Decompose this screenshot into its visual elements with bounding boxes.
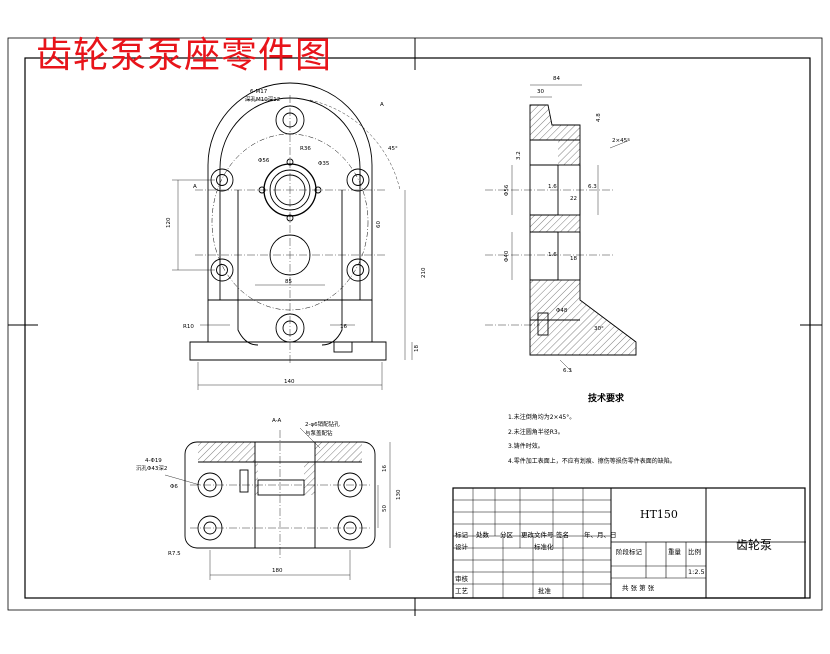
side-dim-t14: 6.3 <box>563 368 572 374</box>
top-view-dim-text: A-A 2-φ6销配钻孔 与泵盖配钻 4-Φ19 沉孔Φ43深2 Φ6 16 5… <box>136 418 402 574</box>
front-dim-h3: 210 <box>421 267 427 278</box>
side-dim-t3: 4.8 <box>596 113 602 122</box>
side-dim-t7: Φ48 <box>556 308 568 314</box>
tb-row-label-3: 分区 <box>500 531 513 539</box>
top-view-hatching <box>198 442 362 495</box>
title-block-grid <box>452 487 806 599</box>
front-dim-w2: 16 <box>340 324 347 330</box>
side-dim-t1: 84 <box>553 76 560 82</box>
centering-marks <box>8 38 822 616</box>
tb-row-label-5: 签名 <box>556 531 569 539</box>
top-callout-1: 4-Φ19 <box>145 458 162 464</box>
front-section-mark: A <box>380 102 384 108</box>
tb-approve: 批准 <box>538 587 551 595</box>
tb-row-label-2: 处数 <box>476 531 489 539</box>
front-dim-r1: R10 <box>183 324 194 330</box>
front-dim-d1: Φ56 <box>258 158 270 164</box>
side-dim-t11: 18 <box>570 256 577 262</box>
front-callout-1: 6-M17 <box>250 89 268 95</box>
top-view-centerlines <box>190 430 370 560</box>
front-dim-h2: 60 <box>376 221 382 228</box>
front-view-dim-text: 6-M17 深孔M10深12 A 45° A Φ56 R36 Φ35 120 6… <box>166 89 427 385</box>
side-view-hatching <box>530 105 636 355</box>
tech-item-1: 1.未注倒角均为2×45°。 <box>508 414 576 421</box>
tb-row-label-4: 更改文件号 <box>521 531 554 539</box>
front-view-centerlines <box>195 95 385 365</box>
front-dim-w3: 18 <box>414 345 420 352</box>
front-callout-2: 深孔M10深12 <box>245 95 280 103</box>
front-dim-d3: R36 <box>300 146 311 152</box>
front-section-mark-2: A <box>193 184 197 190</box>
front-angle: 45° <box>388 146 398 152</box>
side-dim-t4: 3.2 <box>516 151 522 160</box>
top-dim-a5: 130 <box>396 489 402 500</box>
tb-sheets: 共 张 第 张 <box>622 584 655 592</box>
top-note-2: 与泵盖配钻 <box>305 429 333 437</box>
tb-scale-value: 1:2.5 <box>688 568 705 576</box>
front-dim-w4: 140 <box>284 379 295 385</box>
drawing-title: 齿轮泵泵座零件图 <box>36 35 333 76</box>
tb-row-label-6: 年、月、日 <box>584 531 617 539</box>
material-label: HT150 <box>640 508 678 521</box>
top-callout-2: 沉孔Φ43深2 <box>136 464 167 472</box>
tb-row-label-1: 标记 <box>455 531 468 539</box>
side-view-centerlines <box>485 189 615 326</box>
side-dim-t13: 30° <box>594 326 604 332</box>
side-dim-t6: Φ56 <box>504 184 510 196</box>
top-view-dimlines <box>164 427 391 580</box>
side-dim-t2: 30 <box>537 89 544 95</box>
side-dim-t8b: 1.6 <box>548 252 557 258</box>
inner-border <box>24 57 811 599</box>
side-dim-t12: Φ40 <box>504 250 510 262</box>
side-dim-t5: 2×45° <box>612 138 630 144</box>
tech-item-3: 3.铸件时效。 <box>508 443 544 450</box>
tb-scale-label: 比例 <box>688 548 701 556</box>
side-dim-t10: 22 <box>570 196 577 202</box>
front-view-dimlines <box>172 99 413 390</box>
tb-weight-label: 重量 <box>668 548 681 556</box>
side-view-dimlines <box>511 84 631 373</box>
side-view-dim-text: 84 30 4.8 3.2 2×45° Φ56 1.6 6.3 22 Φ40 1… <box>504 76 630 374</box>
tb-process: 工艺 <box>455 587 468 595</box>
top-section-label: A-A <box>272 418 282 424</box>
outer-border <box>7 37 823 611</box>
top-note-1: 2-φ6销配钻孔 <box>305 420 340 428</box>
front-dim-h1: 120 <box>166 217 172 228</box>
side-dim-t9: 6.3 <box>588 184 597 190</box>
front-dim-d2: Φ35 <box>318 161 330 167</box>
side-dim-t8: 1.6 <box>548 184 557 190</box>
top-dim-a4: 16 <box>382 465 388 472</box>
top-dim-a6: 180 <box>272 568 283 574</box>
tech-item-2: 2.未注圆角半径R3。 <box>508 429 564 436</box>
top-dim-a3: 50 <box>382 505 388 512</box>
tb-stage-label: 阶段标记 <box>616 548 642 556</box>
top-dim-a7: R7.5 <box>168 551 181 557</box>
front-dim-w1: 85 <box>285 279 292 285</box>
top-dim-a1: Φ6 <box>170 484 178 490</box>
part-name-label: 齿轮泵 <box>736 538 773 552</box>
tech-item-4: 4.零件加工表面上，不应有划痕、擦伤等损伤零件表面的缺陷。 <box>508 458 676 465</box>
tech-requirements-heading: 技术要求 <box>588 394 625 404</box>
tb-reviewer: 审核 <box>455 575 468 583</box>
tb-standardized: 标准化 <box>534 543 554 551</box>
front-view <box>189 82 387 361</box>
tb-designer: 设计 <box>455 543 468 551</box>
